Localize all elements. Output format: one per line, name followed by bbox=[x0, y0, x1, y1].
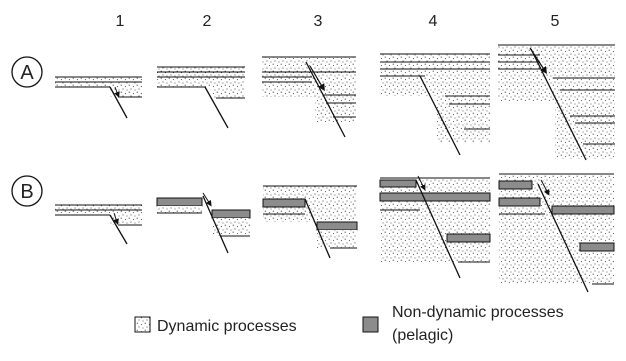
panel-b5 bbox=[498, 173, 615, 293]
panel-a1 bbox=[55, 76, 142, 119]
legend: Dynamic processes Non-dynamic processes … bbox=[134, 304, 564, 344]
legend-swatch-nondynamic bbox=[362, 316, 379, 333]
column-label-1: 1 bbox=[116, 13, 125, 30]
panel-a2 bbox=[157, 66, 245, 129]
panel-b4 bbox=[379, 175, 491, 279]
legend-label-nondynamic-line1: Non-dynamic processes bbox=[392, 304, 564, 321]
panel-b2 bbox=[156, 192, 251, 254]
legend-label-nondynamic-line2: (pelagic) bbox=[392, 327, 453, 344]
panel-a5 bbox=[498, 44, 615, 161]
panel-b3 bbox=[262, 185, 358, 259]
column-label-3: 3 bbox=[314, 13, 323, 30]
row-label-b: B bbox=[11, 175, 43, 207]
panel-a4 bbox=[380, 53, 490, 156]
column-label-2: 2 bbox=[203, 13, 212, 30]
panel-a3 bbox=[262, 56, 356, 138]
column-label-4: 4 bbox=[429, 13, 438, 30]
svg-text:B: B bbox=[20, 181, 33, 203]
legend-label-dynamic: Dynamic processes bbox=[157, 318, 297, 335]
svg-text:A: A bbox=[20, 62, 34, 84]
panel-b1 bbox=[55, 204, 142, 245]
legend-swatch-dynamic bbox=[134, 316, 151, 333]
row-label-a: A bbox=[11, 56, 43, 88]
column-label-5: 5 bbox=[551, 13, 560, 30]
